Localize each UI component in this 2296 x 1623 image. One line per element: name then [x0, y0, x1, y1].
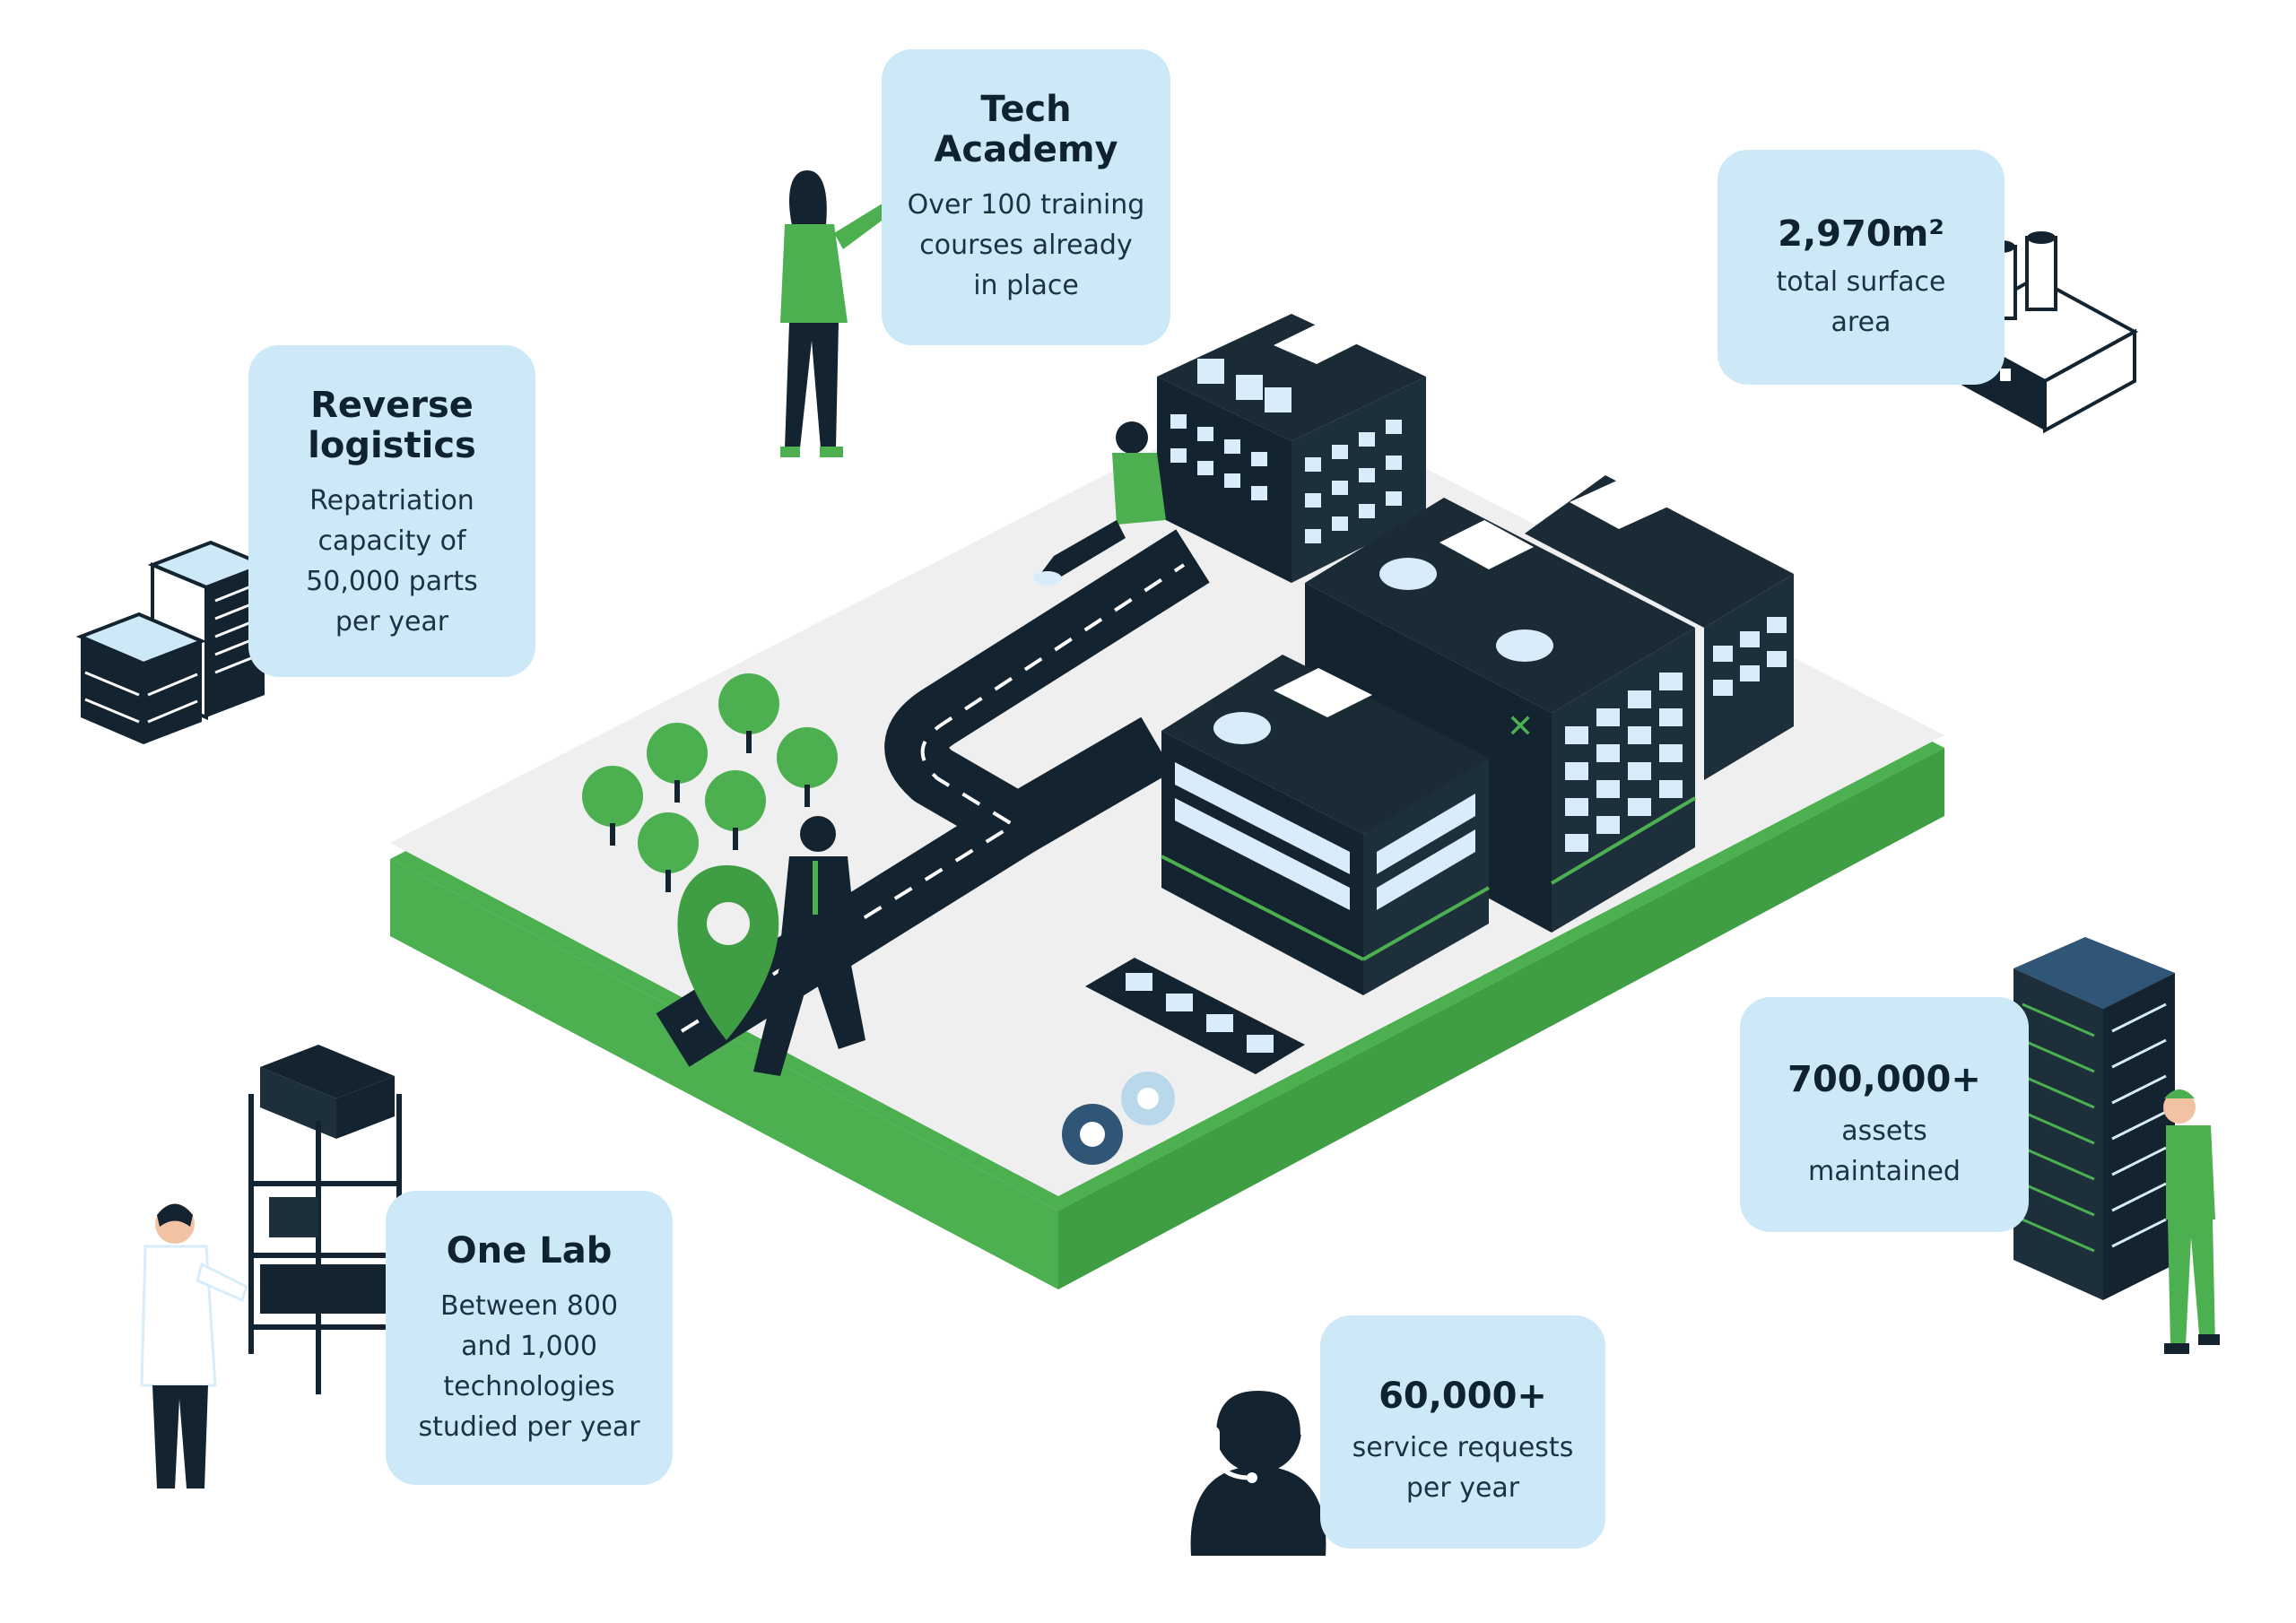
- card-description: Between 800 and 1,000 technologies studi…: [418, 1289, 640, 1443]
- card-tech-academy: Tech Academy Over 100 training courses a…: [882, 49, 1170, 345]
- businessman: [753, 816, 865, 1076]
- card-description: total surface area: [1776, 265, 1946, 338]
- card-surface-area: 2,970m² total surface area: [1718, 150, 2005, 385]
- road: [656, 529, 1210, 1067]
- card-description: Repatriation capacity of 50,000 parts pe…: [306, 484, 478, 638]
- card-title: One Lab: [446, 1230, 613, 1271]
- card-one-lab: One Lab Between 800 and 1,000 technologi…: [386, 1191, 673, 1485]
- card-service-requests: 60,000+ service requests per year: [1320, 1315, 1605, 1549]
- headset-operator-icon: [1190, 1384, 1326, 1556]
- sitting-woman: [1033, 421, 1166, 586]
- card-title: 60,000+: [1378, 1376, 1547, 1417]
- server-rack-technician-icon: [2013, 937, 2220, 1354]
- gears-icon: [1062, 1072, 1175, 1165]
- trees: [582, 673, 838, 892]
- card-title: 2,970m²: [1778, 213, 1944, 255]
- card-description: Over 100 training courses already in pla…: [907, 188, 1145, 301]
- rooftop-units: [1085, 958, 1305, 1074]
- lab-technician-rack-icon: [140, 1045, 402, 1488]
- card-title: 700,000+: [1787, 1059, 1981, 1100]
- card-description: assets maintained: [1808, 1115, 1961, 1187]
- card-assets: 700,000+ assets maintained: [1740, 997, 2029, 1232]
- card-description: service requests per year: [1352, 1431, 1574, 1504]
- card-title: Tech Academy: [934, 89, 1118, 170]
- card-title: Reverse logistics: [308, 385, 476, 466]
- map-pin-icon: [677, 865, 779, 1040]
- svg-text:✕: ✕: [1507, 708, 1534, 745]
- building-main: ✕: [1161, 475, 1794, 995]
- card-reverse-logistics: Reverse logistics Repatriation capacity …: [248, 345, 535, 677]
